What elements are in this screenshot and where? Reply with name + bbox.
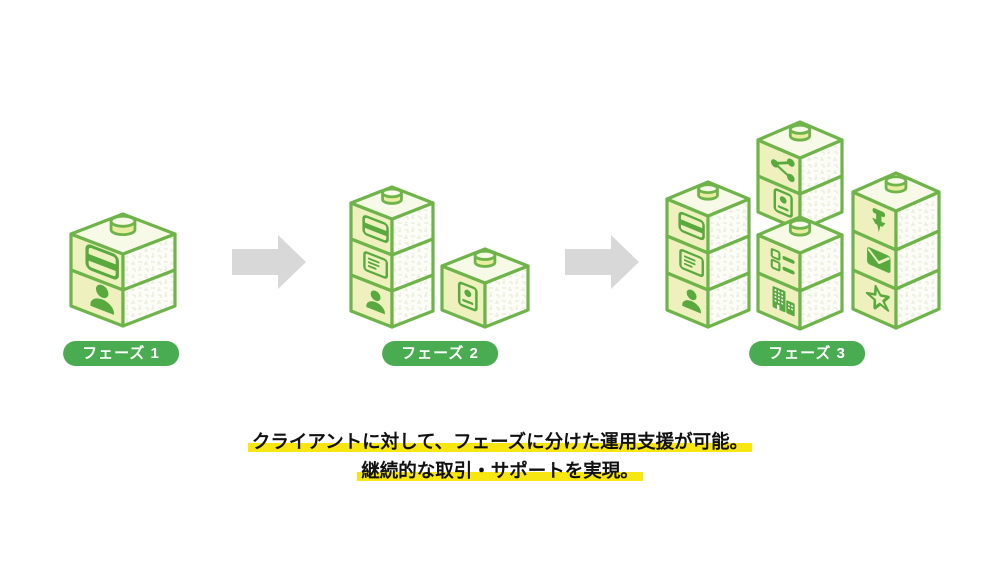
right-arrow-icon [565, 235, 639, 289]
id-badge-icon [773, 188, 793, 218]
cube-stack-phase3-3 [756, 215, 844, 331]
cube-stack-phase3-1 [665, 180, 751, 329]
envelope-icon [867, 247, 891, 273]
peg-cylinder [884, 175, 908, 194]
document-icon [679, 248, 704, 278]
caption-line-1: クライアントに対して、フェーズに分けた運用支援が可能。 [247, 431, 753, 452]
cube-stack-phase2-1 [349, 185, 435, 329]
peg-cylinder [788, 123, 812, 142]
id-badge-icon [457, 281, 478, 312]
cube-stack-phase1-1 [69, 212, 177, 328]
pushpin-icon [872, 208, 886, 233]
card-icon [362, 215, 389, 243]
peg-cylinder [381, 187, 403, 205]
person-icon [682, 289, 701, 314]
phase-3-label-pill: フェーズ 3 [749, 341, 865, 366]
share-icon [770, 158, 795, 183]
peg-cylinder [788, 218, 812, 237]
peg-cylinder [473, 249, 497, 268]
cube-stack-phase3-2 [756, 120, 844, 232]
checklist-icon [770, 248, 795, 275]
person-icon [90, 284, 115, 315]
caption-line-2: 継続的な取引・サポートを実現。 [357, 460, 643, 481]
peg-cylinder [697, 183, 719, 201]
peg-cylinder [109, 214, 137, 237]
card-icon [85, 244, 119, 280]
document-icon [363, 251, 388, 279]
building-icon [772, 286, 795, 317]
person-icon [366, 290, 385, 315]
phase-2-label-pill: フェーズ 2 [382, 341, 498, 366]
phase-1-label-pill: フェーズ 1 [63, 341, 179, 366]
caption: クライアントに対して、フェーズに分けた運用支援が可能。 継続的な取引・サポートを… [0, 427, 1000, 485]
cube-stack-phase2-2 [440, 247, 530, 329]
star-icon [865, 284, 890, 312]
right-arrow-icon [232, 235, 306, 289]
card-icon [678, 211, 705, 241]
cube-stack-phase3-4 [851, 171, 941, 330]
